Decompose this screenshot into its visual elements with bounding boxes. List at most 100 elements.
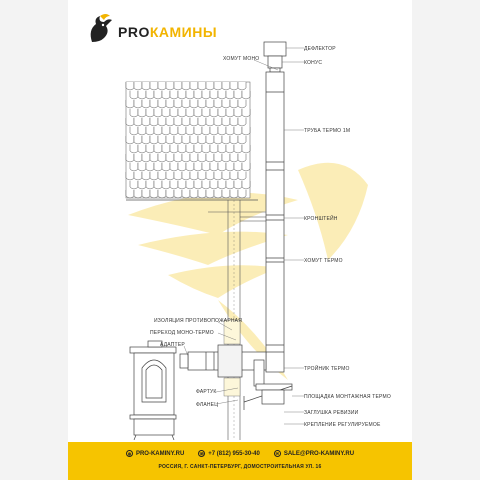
brand-name: PROКАМИНЫ (118, 24, 218, 40)
footer-site[interactable]: ◍ PRO-KAMINY.RU (125, 450, 184, 457)
roof-tile (193, 109, 203, 118)
roof-tile (181, 82, 191, 91)
roof-tile (129, 127, 139, 136)
roof-tile (133, 154, 143, 163)
brand-logo: PROКАМИНЫ (86, 10, 266, 50)
roof-tile (209, 181, 219, 190)
roof-tile (233, 109, 243, 118)
roof-tile (201, 91, 211, 100)
roof-tile (201, 127, 211, 136)
roof-tile (193, 181, 203, 190)
roof-tile (213, 154, 223, 163)
roof-tile (185, 127, 195, 136)
roof-tile (161, 145, 171, 154)
mount-platform (243, 383, 293, 410)
globe-icon: ◍ (125, 450, 133, 457)
roof-tile (133, 82, 143, 91)
roof-tile (181, 100, 191, 109)
roof-tile (141, 190, 151, 199)
roof-tile (197, 172, 207, 181)
roof-tile (137, 163, 147, 172)
label-adapter: АДАПТЕР (160, 342, 185, 348)
roof-tile (149, 154, 159, 163)
roof-tile (189, 136, 199, 145)
roof-tile (185, 145, 195, 154)
roof-tile (201, 109, 211, 118)
roof-tile (129, 91, 139, 100)
roof-tile (237, 100, 247, 109)
roof-tile (209, 163, 219, 172)
roof-tile (213, 136, 223, 145)
roof-tile (133, 136, 143, 145)
chimney-diagram: ДЕФЛЕКТОР КОНУС ХОМУТ МОНО ТРУБА ТЕРМО 1… (125, 41, 391, 440)
roof-tile (145, 181, 155, 190)
roof-tile (177, 145, 187, 154)
roof-tile (217, 109, 227, 118)
roof-tile (213, 172, 223, 181)
roof-tile (165, 190, 175, 199)
roof-tile (161, 109, 171, 118)
roof-tile (153, 91, 163, 100)
roof-tile (193, 145, 203, 154)
roof-tile (153, 181, 163, 190)
roof-tile (217, 127, 227, 136)
roof-tile (153, 145, 163, 154)
roof-tile (205, 172, 215, 181)
leader-lines (183, 47, 304, 425)
roof-tile (197, 136, 207, 145)
roof-tile (189, 118, 199, 127)
roof-tile (157, 100, 167, 109)
chimney-pipe (263, 41, 287, 373)
label-flange: ФЛАНЕЦ (196, 402, 218, 408)
roof-tile (149, 82, 159, 91)
label-clamp-thermo: ХОМУТ ТЕРМО (304, 258, 343, 264)
roof-tile (233, 127, 243, 136)
roof-tile (209, 127, 219, 136)
roof-tile (225, 163, 235, 172)
roof-tile (237, 82, 247, 91)
fire-insulation (223, 319, 241, 397)
footer-email[interactable]: ✉ SALE@PRO-KAMINY.RU (273, 450, 354, 457)
roof-tile (165, 82, 175, 91)
footer-contacts: ◍ PRO-KAMINY.RU ☏ +7 (812) 955-30-40 ✉ S… (68, 450, 412, 457)
roof-tile (125, 118, 135, 127)
roof-tile (157, 172, 167, 181)
roof-tile (221, 118, 231, 127)
roof-tile (201, 145, 211, 154)
roof-tile (217, 145, 227, 154)
roof-tile (189, 154, 199, 163)
label-facade: ФАРТУК (196, 389, 216, 395)
roof-tile (129, 163, 139, 172)
diagram-sheet: ДЕФЛЕКТОР КОНУС ХОМУТ МОНО ТРУБА ТЕРМО 1… (68, 0, 412, 480)
roof-tile (237, 118, 247, 127)
logo-dragon-icon (90, 14, 112, 42)
footer-phone-text: +7 (812) 955-30-40 (208, 450, 260, 457)
roof-tile (233, 181, 243, 190)
roof-tile (137, 181, 147, 190)
roof-tile (141, 100, 151, 109)
roof-tile (213, 118, 223, 127)
roof-tile (221, 172, 231, 181)
roof-tile (141, 136, 151, 145)
footer-phone[interactable]: ☏ +7 (812) 955-30-40 (198, 450, 260, 457)
roof-tile (125, 154, 135, 163)
label-clamp-mono: ХОМУТ МОНО (223, 56, 259, 62)
roof-tile (189, 172, 199, 181)
tee-branch (179, 344, 267, 387)
roof-tile (161, 163, 171, 172)
roof-tile (145, 127, 155, 136)
roof-tile (197, 118, 207, 127)
roof-tile (125, 100, 135, 109)
roof-tile (221, 136, 231, 145)
roof-tile (181, 154, 191, 163)
roof-tile (153, 109, 163, 118)
roof-tile (145, 145, 155, 154)
label-cone: КОНУС (304, 60, 322, 66)
roof-tile (125, 136, 135, 145)
roof-tile (165, 154, 175, 163)
roof-tile (137, 109, 147, 118)
roof-tile (169, 127, 179, 136)
roof-tile (213, 100, 223, 109)
roof-tile (169, 109, 179, 118)
roof-tile (161, 91, 171, 100)
